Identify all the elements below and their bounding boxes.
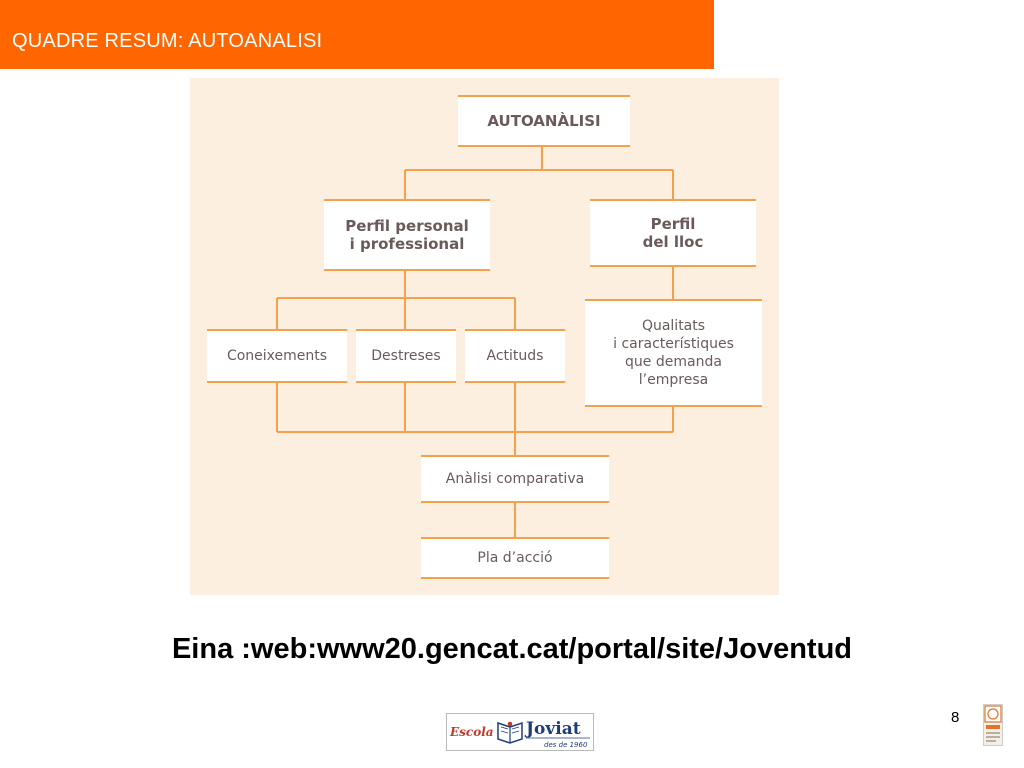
slide-title: QUADRE RESUM: AUTOANALISI	[12, 30, 323, 52]
node-qualitats: Qualitats i característiques que demanda…	[585, 299, 762, 407]
header-bar: QUADRE RESUM: AUTOANALISI	[0, 0, 714, 69]
svg-text:Joviat: Joviat	[524, 719, 581, 739]
node-perfil-lloc: Perfil del lloc	[590, 199, 756, 267]
node-actituds: Actituds	[465, 329, 565, 383]
autoanalisi-diagram: AUTOANÀLISI Perfil personal i profession…	[190, 78, 779, 595]
node-analisi-comparativa: Anàlisi comparativa	[421, 455, 609, 503]
certification-badge	[983, 704, 1003, 746]
node-autoanalisi: AUTOANÀLISI	[458, 95, 630, 147]
node-pla-accio: Pla d’acció	[421, 537, 609, 579]
node-destreses: Destreses	[356, 329, 456, 383]
node-coneixements: Coneixements	[207, 329, 347, 383]
diagram-connectors	[276, 146, 674, 538]
escola-joviat-logo: Escola Joviat des de 1960	[446, 713, 594, 751]
svg-text:des de 1960: des de 1960	[544, 741, 588, 749]
tool-caption: Eina :web:www20.gencat.cat/portal/site/J…	[171, 633, 853, 665]
svg-text:Escola: Escola	[449, 725, 494, 739]
node-perfil-personal: Perfil personal i professional	[324, 199, 490, 271]
page-number: 8	[951, 709, 960, 726]
